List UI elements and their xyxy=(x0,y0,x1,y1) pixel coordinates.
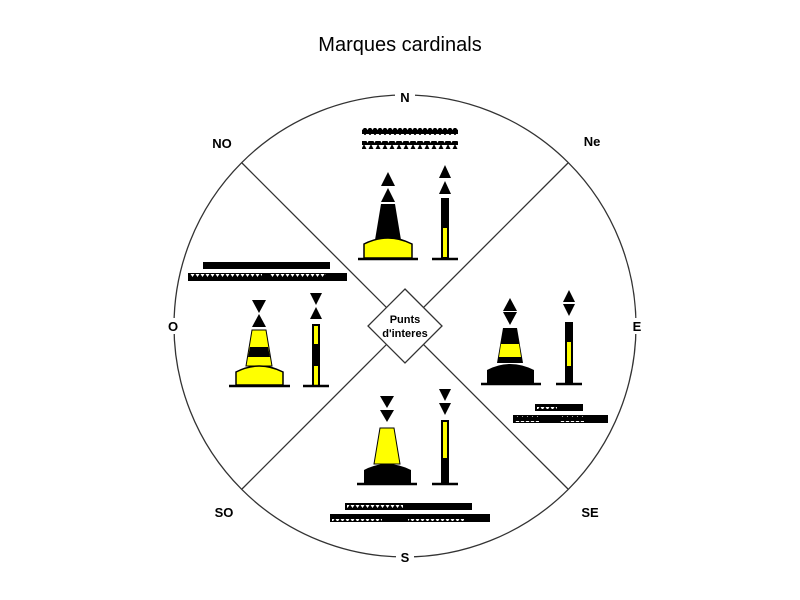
label-northeast: Ne xyxy=(584,134,601,149)
label-northwest: NO xyxy=(212,136,232,151)
east-buoy xyxy=(481,298,541,386)
topmark-cone-down-icon xyxy=(380,410,394,422)
north-buoy xyxy=(358,172,418,261)
topmark-cone-up-icon xyxy=(439,181,451,194)
topmark-cone-up-icon xyxy=(252,314,266,327)
topmark-cone-down-icon xyxy=(252,300,266,313)
topmark-cone-up-icon xyxy=(381,172,395,186)
topmark-cone-down-icon xyxy=(380,396,394,408)
west-spar xyxy=(303,293,329,388)
south-spar xyxy=(432,389,458,486)
label-west: O xyxy=(168,319,178,334)
south-buoy xyxy=(357,396,417,486)
topmark-cone-down-icon xyxy=(563,304,575,316)
west-buoy xyxy=(229,300,290,388)
east-light-pattern-fast xyxy=(535,404,583,411)
topmark-cone-up-icon xyxy=(439,165,451,178)
topmark-cone-up-icon xyxy=(503,298,517,311)
topmark-cone-down-icon xyxy=(503,312,517,325)
topmark-cone-up-icon xyxy=(381,188,395,202)
north-light-pattern-very-fast xyxy=(362,141,458,149)
south-cardinal-group xyxy=(330,389,490,522)
label-north: N xyxy=(400,90,409,105)
north-spar xyxy=(432,165,458,261)
label-south: S xyxy=(401,550,410,565)
west-light-pattern-very-fast xyxy=(188,273,347,281)
south-light-pattern-fast xyxy=(345,503,472,510)
label-southeast: SE xyxy=(581,505,599,520)
west-light-pattern-fast xyxy=(203,262,330,269)
east-spar xyxy=(556,290,582,386)
north-light-pattern-fast xyxy=(362,128,458,135)
topmark-cone-down-icon xyxy=(439,389,451,401)
center-label-line2: d'interes xyxy=(382,328,427,340)
east-cardinal-group xyxy=(481,290,608,423)
topmark-cone-down-icon xyxy=(439,403,451,415)
north-cardinal-group xyxy=(358,128,458,261)
topmark-cone-up-icon xyxy=(310,307,322,319)
west-cardinal-group xyxy=(188,262,347,388)
topmark-cone-down-icon xyxy=(310,293,322,305)
diagram-title: Marques cardinals xyxy=(318,34,482,56)
topmark-cone-up-icon xyxy=(563,290,575,302)
label-east: E xyxy=(633,319,642,334)
points-of-interest-diamond: Punts d'interes xyxy=(367,288,443,364)
label-southwest: SO xyxy=(215,505,234,520)
center-label-line1: Punts xyxy=(390,314,421,326)
